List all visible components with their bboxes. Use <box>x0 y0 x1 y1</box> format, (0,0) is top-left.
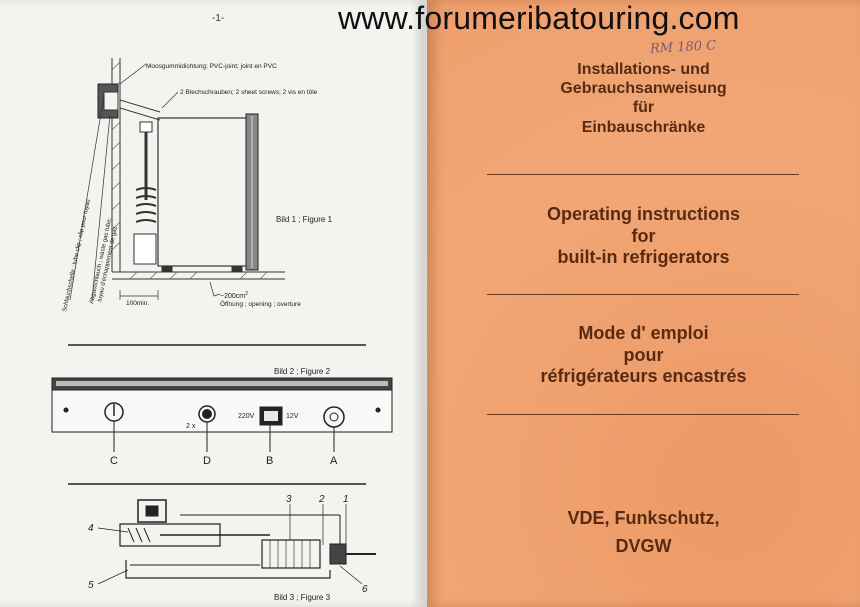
label-screws: 2 Blechschrauben; 2 sheet screws; 2 vis … <box>180 89 318 96</box>
letter-c: C <box>110 455 118 467</box>
english-line-1: Operating instructions <box>546 204 741 224</box>
label-12v: 12V <box>286 413 299 420</box>
technical-drawings: Moosgummidichtung; PVC-joint; joint en P… <box>51 58 393 602</box>
french-line-1: Mode d' emploi <box>578 323 709 343</box>
fig3-num-5: 5 <box>88 580 94 591</box>
french-line-2: pour <box>623 344 664 365</box>
german-line-2: Gebrauchsanweisung <box>560 80 727 98</box>
figure-1-caption: Bild 1 ; Figure 1 <box>276 215 333 224</box>
page-number: -1- <box>212 13 225 24</box>
watermark-url: www.forumeribatouring.com <box>338 0 740 36</box>
fig3-num-4: 4 <box>88 523 94 534</box>
opening-label: Öffnung ; opening ; overture <box>220 300 301 308</box>
standards-line-1: VDE, Funkschutz, <box>567 508 720 528</box>
fig3-num-2: 2 <box>318 494 325 505</box>
figure-2-caption: Bild 2 ; Figure 2 <box>274 367 331 376</box>
dim-area: ~200cm2 <box>220 291 248 300</box>
figure-3-caption: Bild 3 ; Figure 3 <box>274 593 331 602</box>
letter-b: B <box>266 455 273 467</box>
french-title: Mode d' emploi pour réfrigérateurs encas… <box>427 323 860 388</box>
left-page: -1- <box>0 0 423 607</box>
german-title: Installations- und Gebrauchsanweisung fü… <box>427 60 860 137</box>
german-line-4: Einbauschränke <box>581 118 706 136</box>
english-title: Operating instructions for built-in refr… <box>427 204 860 269</box>
standards-line-2: DVGW <box>615 535 672 556</box>
letter-d: D <box>203 455 211 467</box>
divider-1 <box>487 174 799 175</box>
dim-min: 100min. <box>126 300 149 307</box>
figure-1 <box>69 58 285 301</box>
letter-a: A <box>330 455 338 467</box>
german-line-3: für <box>632 99 655 117</box>
french-line-3: réfrigérateurs encastrés <box>540 366 747 387</box>
label-220v: 220V <box>238 413 255 420</box>
label-clip: Schlauchschelle ; tube clip ; clip pour … <box>62 199 92 312</box>
divider-2 <box>487 294 799 295</box>
label-seal: Moosgummidichtung; PVC-joint; joint en P… <box>146 63 277 70</box>
german-line-1: Installations- und <box>577 61 710 78</box>
figure-3-burner <box>97 499 376 585</box>
fig3-num-6: 6 <box>362 584 368 595</box>
standards-title: VDE, Funkschutz, DVGW <box>427 508 860 557</box>
cover-page: Installations- und Gebrauchsanweisung fü… <box>427 0 860 607</box>
fig3-num-3: 3 <box>286 494 292 505</box>
fig3-num-1: 1 <box>343 494 349 505</box>
english-line-2: for <box>631 225 656 246</box>
english-line-3: built-in refrigerators <box>557 247 730 268</box>
divider-3 <box>487 414 799 415</box>
label-2x: 2 x <box>186 423 196 430</box>
figure-2-control-panel <box>51 377 393 452</box>
